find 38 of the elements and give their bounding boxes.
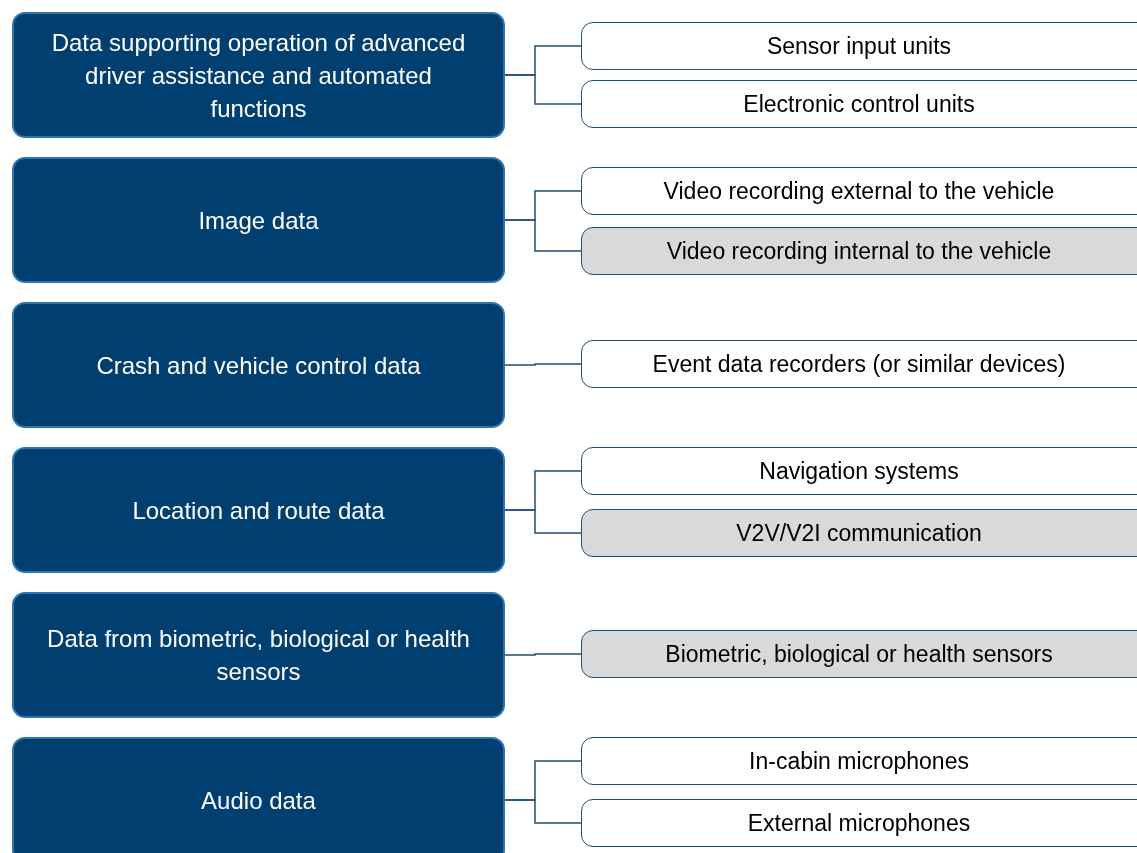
connector-line — [504, 509, 582, 534]
connector-line — [504, 219, 582, 252]
category-label: Data from biometric, biological or health sensors — [46, 624, 471, 687]
source-box — [581, 22, 1137, 70]
source-box — [581, 737, 1137, 785]
source-box — [581, 167, 1137, 215]
category-box — [12, 302, 505, 428]
category-box — [12, 737, 505, 853]
source-label: In-cabin microphones — [749, 747, 969, 775]
connector-line — [504, 74, 582, 105]
source-box — [581, 227, 1137, 275]
connector-line — [504, 653, 582, 656]
source-label: Biometric, biological or health sensors — [665, 640, 1053, 668]
source-box — [581, 447, 1137, 495]
source-box — [581, 799, 1137, 847]
connector-line — [504, 799, 582, 824]
source-box — [581, 630, 1137, 678]
source-label: V2V/V2I communication — [736, 519, 982, 547]
category-label: Image data — [198, 205, 319, 236]
category-label: Location and route data — [132, 495, 385, 526]
source-label: Sensor input units — [766, 32, 952, 60]
category-label: Audio data — [201, 785, 316, 816]
category-box — [12, 447, 505, 573]
source-label: Electronic control units — [743, 90, 975, 118]
category-label: Crash and vehicle control data — [96, 350, 421, 381]
category-box — [12, 592, 505, 718]
source-box — [581, 80, 1137, 128]
source-label: Event data recorders (or similar devices) — [652, 350, 1066, 378]
source-label: Video recording internal to the vehicle — [666, 237, 1052, 265]
connector-line — [504, 363, 582, 366]
source-label: Navigation systems — [759, 457, 959, 485]
category-label: Data supporting operation of advanced driver assistance and automated functions — [50, 27, 467, 124]
source-label: Video recording external to the vehicle — [663, 177, 1055, 205]
category-box — [12, 157, 505, 283]
source-box — [581, 509, 1137, 557]
category-box — [12, 12, 505, 138]
source-label: External microphones — [747, 809, 971, 837]
source-box — [581, 340, 1137, 388]
